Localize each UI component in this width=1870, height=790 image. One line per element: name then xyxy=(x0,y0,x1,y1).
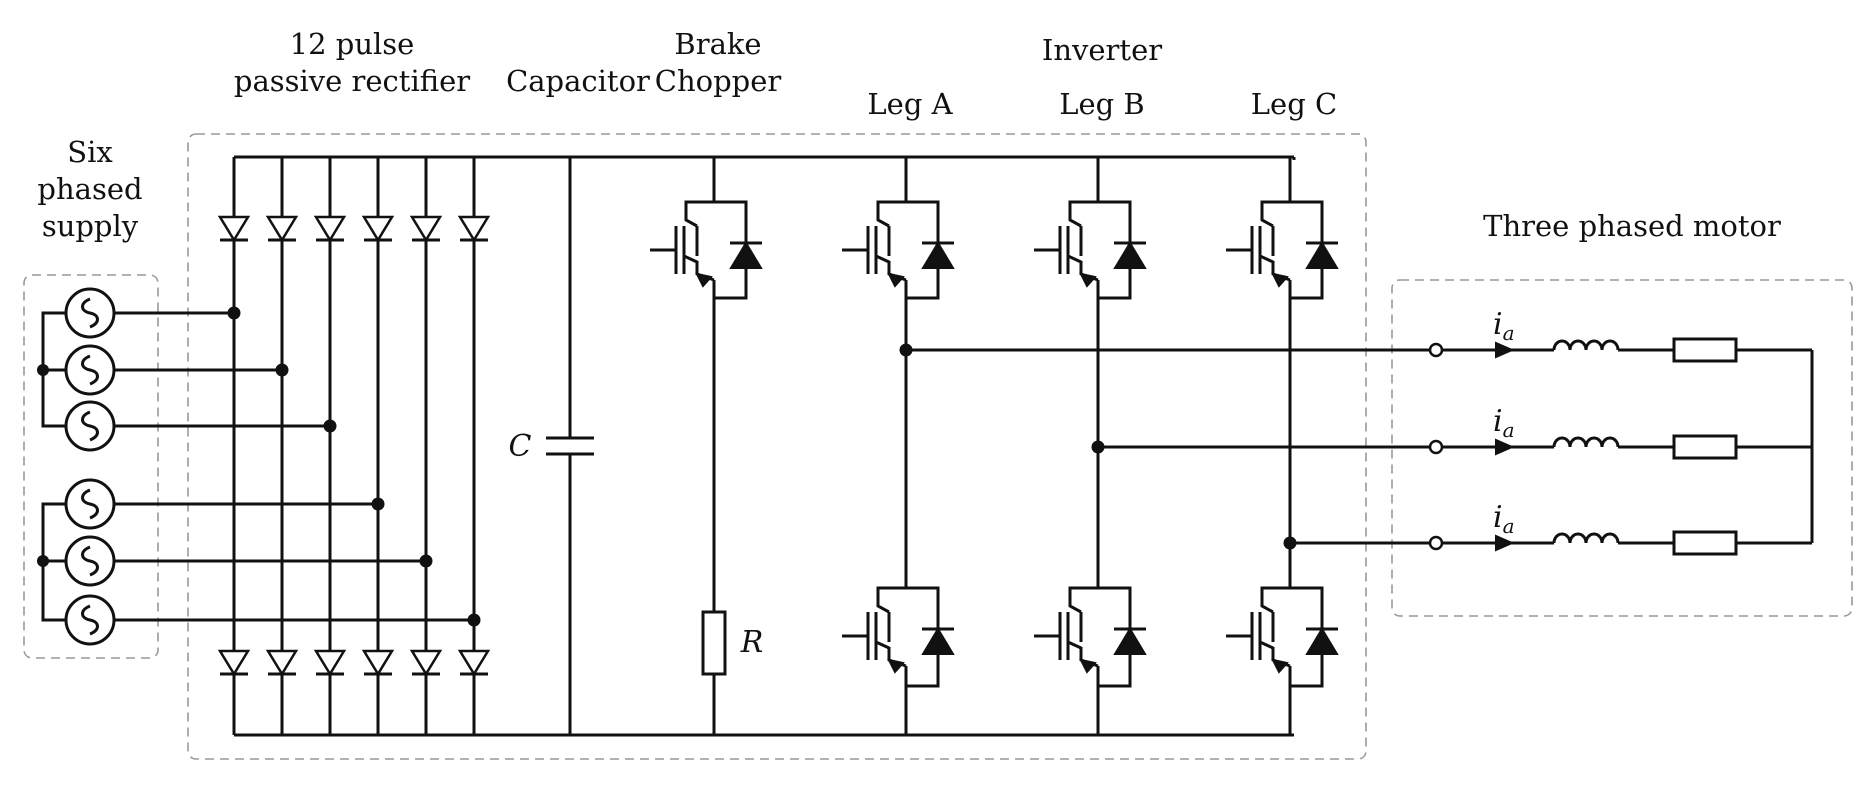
ac-source-4 xyxy=(64,478,116,530)
supply-star-point-1 xyxy=(37,311,66,428)
diode-upper-1 xyxy=(217,215,251,243)
rectifier-column-2 xyxy=(265,157,299,735)
rectifier-column-1 xyxy=(217,157,251,735)
motor-resistor-2 xyxy=(1672,434,1738,460)
supply-wires xyxy=(114,306,481,627)
diode-lower-3 xyxy=(313,649,347,677)
phase-a-output xyxy=(899,343,1430,357)
motor-label: Three phased motor xyxy=(1483,209,1781,243)
motor-inductor-2 xyxy=(1552,436,1620,448)
rectifier-column-5 xyxy=(409,157,443,735)
capacitor-label: Capacitor xyxy=(506,64,650,98)
leg-a-label: Leg A xyxy=(867,87,953,121)
rectifier-column-3 xyxy=(313,157,347,735)
current-label-3: ia xyxy=(1493,500,1515,538)
dc-link-capacitor xyxy=(546,157,594,735)
current-label-2: ia xyxy=(1493,404,1515,442)
rectifier-column-4 xyxy=(361,157,395,735)
diode-upper-5 xyxy=(409,215,443,243)
chopper-label-1: Brake xyxy=(674,27,761,61)
supply-star-point-2 xyxy=(37,502,66,622)
motor-inductor-3 xyxy=(1552,532,1620,544)
motor-group-box xyxy=(1391,279,1853,617)
diode-upper-4 xyxy=(361,215,395,243)
chopper-label-2: Chopper xyxy=(655,64,782,98)
motor-phase-3 xyxy=(1428,530,1812,556)
leg-a-lower-switch xyxy=(842,586,955,735)
diode-lower-4 xyxy=(361,649,395,677)
supply-label-2: phased xyxy=(37,172,142,206)
diode-lower-1 xyxy=(217,649,251,677)
leg-c-upper-switch xyxy=(1226,157,1339,300)
leg-b-upper-switch xyxy=(1034,157,1147,300)
brake-resistor xyxy=(701,610,727,735)
resistor-symbol: R xyxy=(740,625,764,660)
leg-c-label: Leg C xyxy=(1251,87,1337,121)
current-label-1: ia xyxy=(1493,307,1515,345)
leg-c-lower-switch xyxy=(1226,586,1339,735)
diode-upper-3 xyxy=(313,215,347,243)
rectifier-label-2: passive rectifier xyxy=(234,64,470,98)
supply-label-3: supply xyxy=(42,209,139,243)
ac-source-2 xyxy=(64,344,116,396)
motor-resistor-1 xyxy=(1672,337,1738,363)
diode-lower-6 xyxy=(457,649,491,677)
leg-b-label: Leg B xyxy=(1059,87,1145,121)
motor-phase-1 xyxy=(1428,337,1812,363)
ac-source-6 xyxy=(64,594,116,646)
ac-source-1 xyxy=(64,287,116,339)
leg-a-upper-switch xyxy=(842,157,955,300)
ac-source-5 xyxy=(64,535,116,587)
capacitor-symbol: C xyxy=(509,429,532,464)
motor-inductor-1 xyxy=(1552,339,1620,351)
supply-label-1: Six xyxy=(67,135,113,169)
chopper-switch xyxy=(650,157,763,612)
diode-lower-2 xyxy=(265,649,299,677)
ac-source-3 xyxy=(64,400,116,452)
rectifier-column-6 xyxy=(457,157,491,735)
diode-lower-5 xyxy=(409,649,443,677)
phase-c-output xyxy=(1283,536,1430,550)
phase-b-output xyxy=(1091,440,1430,454)
inverter-label: Inverter xyxy=(1042,33,1162,67)
motor-phase-2 xyxy=(1428,434,1812,460)
leg-b-lower-switch xyxy=(1034,586,1147,735)
rectifier-label-1: 12 pulse xyxy=(290,27,415,61)
diode-upper-6 xyxy=(457,215,491,243)
diode-upper-2 xyxy=(265,215,299,243)
motor-resistor-3 xyxy=(1672,530,1738,556)
